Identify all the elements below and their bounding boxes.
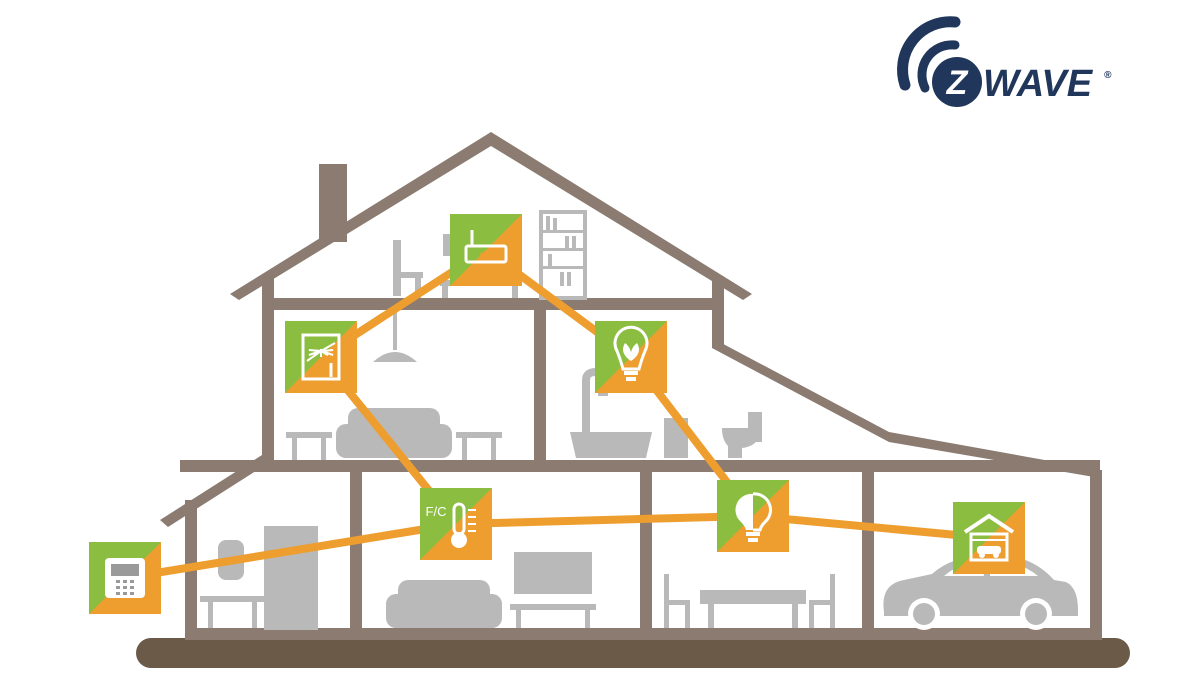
lower-right-wall bbox=[1090, 470, 1102, 638]
kitchen-table bbox=[200, 596, 264, 628]
ceiling-lamp bbox=[373, 310, 417, 362]
mesh-network bbox=[121, 246, 993, 582]
lower-sofa bbox=[386, 580, 502, 628]
wave-signal-icon bbox=[897, 16, 961, 93]
logo-text: WAVE bbox=[983, 63, 1094, 105]
mesh-link-thermostat-dimmer-bulb bbox=[452, 512, 757, 528]
device-tile-router[interactable]: ••• bbox=[450, 214, 522, 286]
z-badge bbox=[932, 57, 982, 107]
garage-door-icon bbox=[963, 513, 1015, 562]
device-label-thermostat: F/C bbox=[426, 504, 447, 519]
fridge bbox=[264, 526, 318, 630]
device-tile-dimmer-bulb[interactable] bbox=[717, 480, 789, 552]
side-roof bbox=[712, 338, 1100, 478]
dining-set bbox=[664, 574, 835, 628]
device-tile-thermostat[interactable]: F/C bbox=[420, 488, 492, 560]
upper-left-wall bbox=[262, 278, 274, 472]
router-icon: ••• bbox=[464, 230, 508, 264]
zwave-logo: Z WAVE ® bbox=[897, 16, 1112, 107]
mesh-link-thermostat-alarm-keypad bbox=[121, 520, 460, 582]
attic-chair bbox=[393, 240, 423, 298]
half-lit-bulb-icon bbox=[735, 492, 772, 542]
lower-wall-2 bbox=[640, 460, 652, 638]
mesh-link-dimmer-bulb-garage bbox=[749, 512, 993, 542]
upper-side-tables bbox=[286, 432, 502, 460]
window-shade-icon bbox=[301, 333, 341, 381]
lower-wall-3 bbox=[862, 460, 874, 638]
device-tile-eco-bulb[interactable] bbox=[595, 321, 667, 393]
logo-letter: Z bbox=[946, 64, 969, 102]
upper-right-wall bbox=[712, 278, 724, 346]
device-tile-alarm-keypad[interactable] bbox=[89, 542, 161, 614]
thermometer-icon bbox=[451, 502, 476, 548]
lower-wall-1 bbox=[350, 460, 362, 638]
router-status-dots: ••• bbox=[480, 247, 493, 261]
toilet bbox=[664, 412, 762, 458]
attic-floor bbox=[262, 298, 724, 310]
registered-mark: ® bbox=[1104, 70, 1112, 81]
security-keypad-icon bbox=[105, 558, 145, 598]
device-tile-shades[interactable] bbox=[285, 321, 357, 393]
ground-slab bbox=[136, 638, 1130, 668]
furniture bbox=[200, 210, 1078, 630]
ground-floor bbox=[185, 628, 1102, 640]
device-tiles: ••• F/C bbox=[89, 214, 1025, 614]
upper-center-wall bbox=[534, 298, 546, 472]
eco-light-bulb-icon bbox=[613, 325, 649, 381]
tv-stand bbox=[510, 552, 596, 628]
attic-bookshelf bbox=[539, 210, 587, 300]
device-tile-garage[interactable] bbox=[953, 502, 1025, 574]
